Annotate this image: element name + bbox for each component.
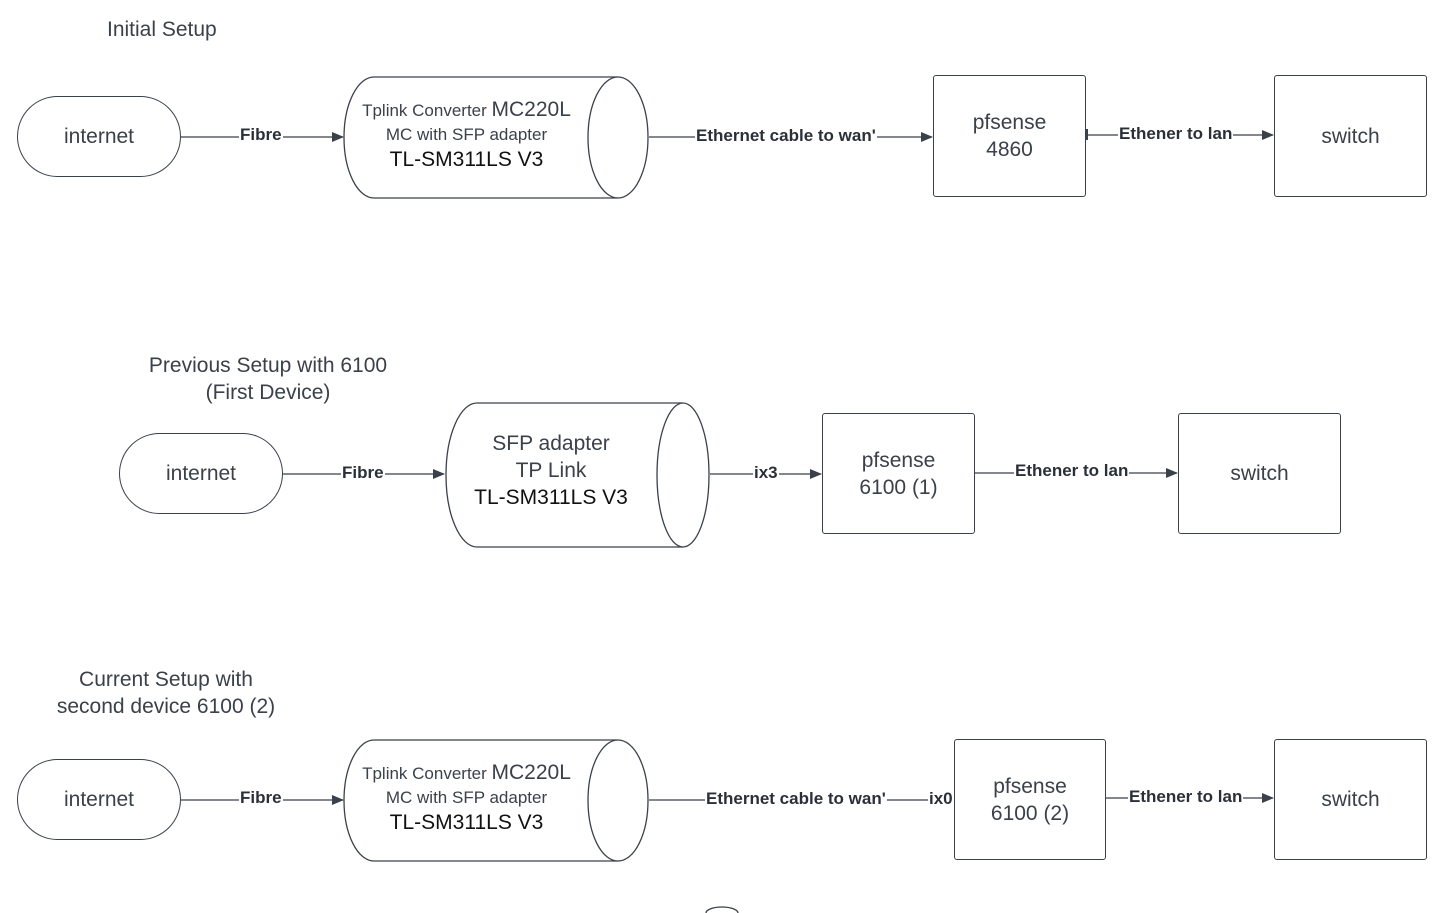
fibre-label-1: Fibre [239, 125, 283, 145]
lan-label-3: Ethener to lan [1128, 787, 1244, 807]
converter-brand: Tplink Converter [362, 764, 492, 783]
switch-label: switch [1321, 124, 1380, 148]
lan-label-2: Ethener to lan [1014, 461, 1130, 481]
pfsense-model: 6100 (1) [859, 475, 938, 499]
wan-label-1: Ethernet cable to wan' [695, 126, 877, 146]
fibre-label-3: Fibre [239, 788, 283, 808]
switch-node-3: switch [1274, 739, 1427, 860]
internet-node-3: internet [17, 759, 181, 840]
lan-label-1: Ethener to lan [1118, 124, 1234, 144]
converter-text-3: Tplink Converter MC220L MC with SFP adap… [345, 761, 588, 836]
section-title-previous-line1: Previous Setup with 6100 [148, 354, 388, 377]
converter-sfp-model: TL-SM311LS V3 [389, 148, 544, 171]
port-label-ix0: ix0 [928, 789, 954, 809]
converter-cylinder-1 [343, 76, 649, 199]
section-title-previous: Previous Setup with 6100 (First Device) [140, 352, 396, 406]
internet-node-2: internet [119, 433, 283, 514]
pfsense-model: 6100 (2) [990, 801, 1070, 825]
internet-label: internet [165, 461, 237, 485]
switch-label: switch [1321, 788, 1380, 811]
pfsense-node-6100-1: pfsense 6100 (1) [822, 413, 975, 534]
pfsense-label: pfsense [972, 111, 1047, 134]
switch-node-2: switch [1178, 413, 1341, 534]
pfsense-model: 4860 [986, 138, 1033, 161]
internet-label: internet [63, 787, 135, 811]
pfsense-label: pfsense [861, 448, 936, 472]
section-title-current-line1: Current Setup with [79, 668, 253, 691]
adapter-brand: TP Link [515, 459, 587, 482]
pfsense-node-4860: pfsense 4860 [933, 75, 1086, 197]
pfsense-node-6100-2: pfsense 6100 (2) [954, 739, 1106, 860]
converter-brand: Tplink Converter [362, 101, 492, 120]
section-title-current-line2: second device 6100 (2) [56, 695, 276, 718]
adapter-text-2: SFP adapter TP Link TL-SM311LS V3 [450, 430, 652, 511]
adapter-title: SFP adapter [492, 432, 610, 455]
adapter-model: TL-SM311LS V3 [474, 486, 628, 509]
switch-node-1: switch [1274, 75, 1427, 197]
converter-model: MC220L [491, 98, 571, 121]
switch-label: switch [1230, 462, 1289, 485]
section-title-current: Current Setup with second device 6100 (2… [40, 666, 292, 720]
converter-model: MC220L [491, 761, 571, 784]
converter-subtitle: MC with SFP adapter [385, 125, 548, 144]
converter-subtitle: MC with SFP adapter [385, 788, 548, 807]
converter-cylinder-3 [343, 739, 649, 862]
pfsense-label: pfsense [993, 774, 1067, 798]
section-title-initial: Initial Setup [107, 18, 217, 41]
converter-sfp-model: TL-SM311LS V3 [389, 811, 544, 834]
internet-label: internet [63, 124, 135, 148]
internet-node-1: internet [17, 96, 181, 177]
wan-label-3: Ethernet cable to wan' [705, 789, 887, 809]
port-label-ix3: ix3 [753, 463, 779, 483]
converter-text-1: Tplink Converter MC220L MC with SFP adap… [345, 98, 588, 173]
fibre-label-2: Fibre [341, 463, 385, 483]
adapter-cylinder-2 [445, 402, 710, 548]
cut-off-shape [705, 906, 739, 913]
section-title-previous-line2: (First Device) [205, 381, 331, 404]
